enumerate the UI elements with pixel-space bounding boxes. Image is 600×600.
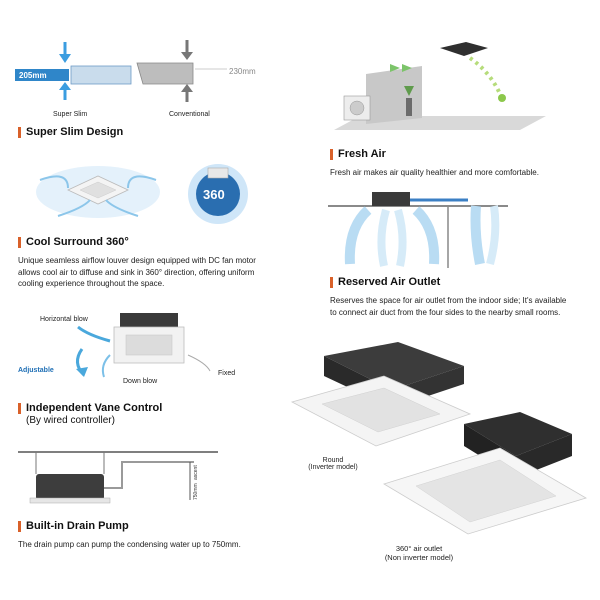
ceiling-cassette-icon xyxy=(440,42,488,56)
vane-control-subtitle: (By wired controller) xyxy=(26,415,115,426)
heading-cool-surround: Cool Surround 360° xyxy=(18,236,129,248)
vane-control-diagram xyxy=(76,313,211,378)
fresh-air-arrow-icon xyxy=(390,64,400,72)
fixed-pointer xyxy=(187,354,211,372)
heading-fresh-air: Fresh Air xyxy=(330,148,386,160)
fresh-air-description: Fresh air makes air quality healthier an… xyxy=(330,168,539,177)
slim-unit-shape xyxy=(70,65,132,85)
fixed-label: Fixed xyxy=(218,370,236,377)
round-model-label: Round xyxy=(322,457,344,464)
drain-height-label: 750mm xyxy=(193,483,199,500)
cassette-body xyxy=(120,313,178,327)
up-arrow-head-icon xyxy=(59,82,71,90)
conventional-dim-label: 230mm xyxy=(229,67,256,76)
air-outlet-image xyxy=(328,192,508,268)
slim-dim-label: 205mm xyxy=(19,71,47,80)
360-badge-image: 360 xyxy=(188,164,248,224)
round-model-sub: (Inverter model) xyxy=(308,464,358,471)
drain-pump-description: The drain pump can pump the condensing w… xyxy=(18,540,241,549)
drain-height-word: ascent xyxy=(193,465,199,480)
down-blow-label: Down blow xyxy=(123,378,158,385)
super-slim-label: Super Slim xyxy=(53,111,87,118)
fresh-air-image xyxy=(334,42,546,130)
horizontal-blow-arrow-icon xyxy=(77,325,111,343)
outlet-model-label: 360° air outlet xyxy=(395,544,443,553)
horizontal-blow-label: Horizontal blow xyxy=(40,316,88,323)
conventional-unit-shape xyxy=(136,62,194,85)
slim-dim-bar xyxy=(15,69,69,81)
conventional-label: Conventional xyxy=(169,111,210,118)
reserved-air-outlet-description: Reserves the space for air outlet from t… xyxy=(330,296,567,317)
down-blow-arrow-icon xyxy=(101,354,111,378)
adjustable-label: Adjustable xyxy=(18,367,54,374)
slim-comparison-diagram: 205mm Super Slim 230mm Conventional xyxy=(15,40,256,118)
round-model-caption: Round (Inverter model) xyxy=(298,457,368,471)
outlet-model-caption: 360° air outlet (Non inverter model) xyxy=(364,544,474,562)
heading-super-slim: Super Slim Design xyxy=(18,126,123,138)
heading-drain-pump: Built-in Drain Pump xyxy=(18,520,129,532)
heading-vane-control: Independent Vane Control xyxy=(18,402,162,414)
cool-surround-description: Unique seamless airflow louver design eq… xyxy=(18,256,256,288)
cassette-products-image xyxy=(290,342,587,535)
outlet-unit-body xyxy=(372,192,410,206)
cassette-airflow-image xyxy=(36,166,160,218)
drain-unit-body xyxy=(36,474,104,500)
heading-reserved-air-outlet: Reserved Air Outlet xyxy=(330,276,440,288)
down-arrow-head-icon xyxy=(59,54,71,63)
360-badge-text: 360 xyxy=(203,187,225,202)
round-model-body xyxy=(324,342,464,390)
outlet-model-body xyxy=(464,412,572,456)
plant-icon xyxy=(404,86,414,96)
outlet-model-sub: (Non inverter model) xyxy=(384,553,454,562)
drain-pipe xyxy=(104,461,194,489)
wall-panel xyxy=(366,66,422,124)
drain-pump-diagram: 750mm ascent xyxy=(18,451,218,504)
